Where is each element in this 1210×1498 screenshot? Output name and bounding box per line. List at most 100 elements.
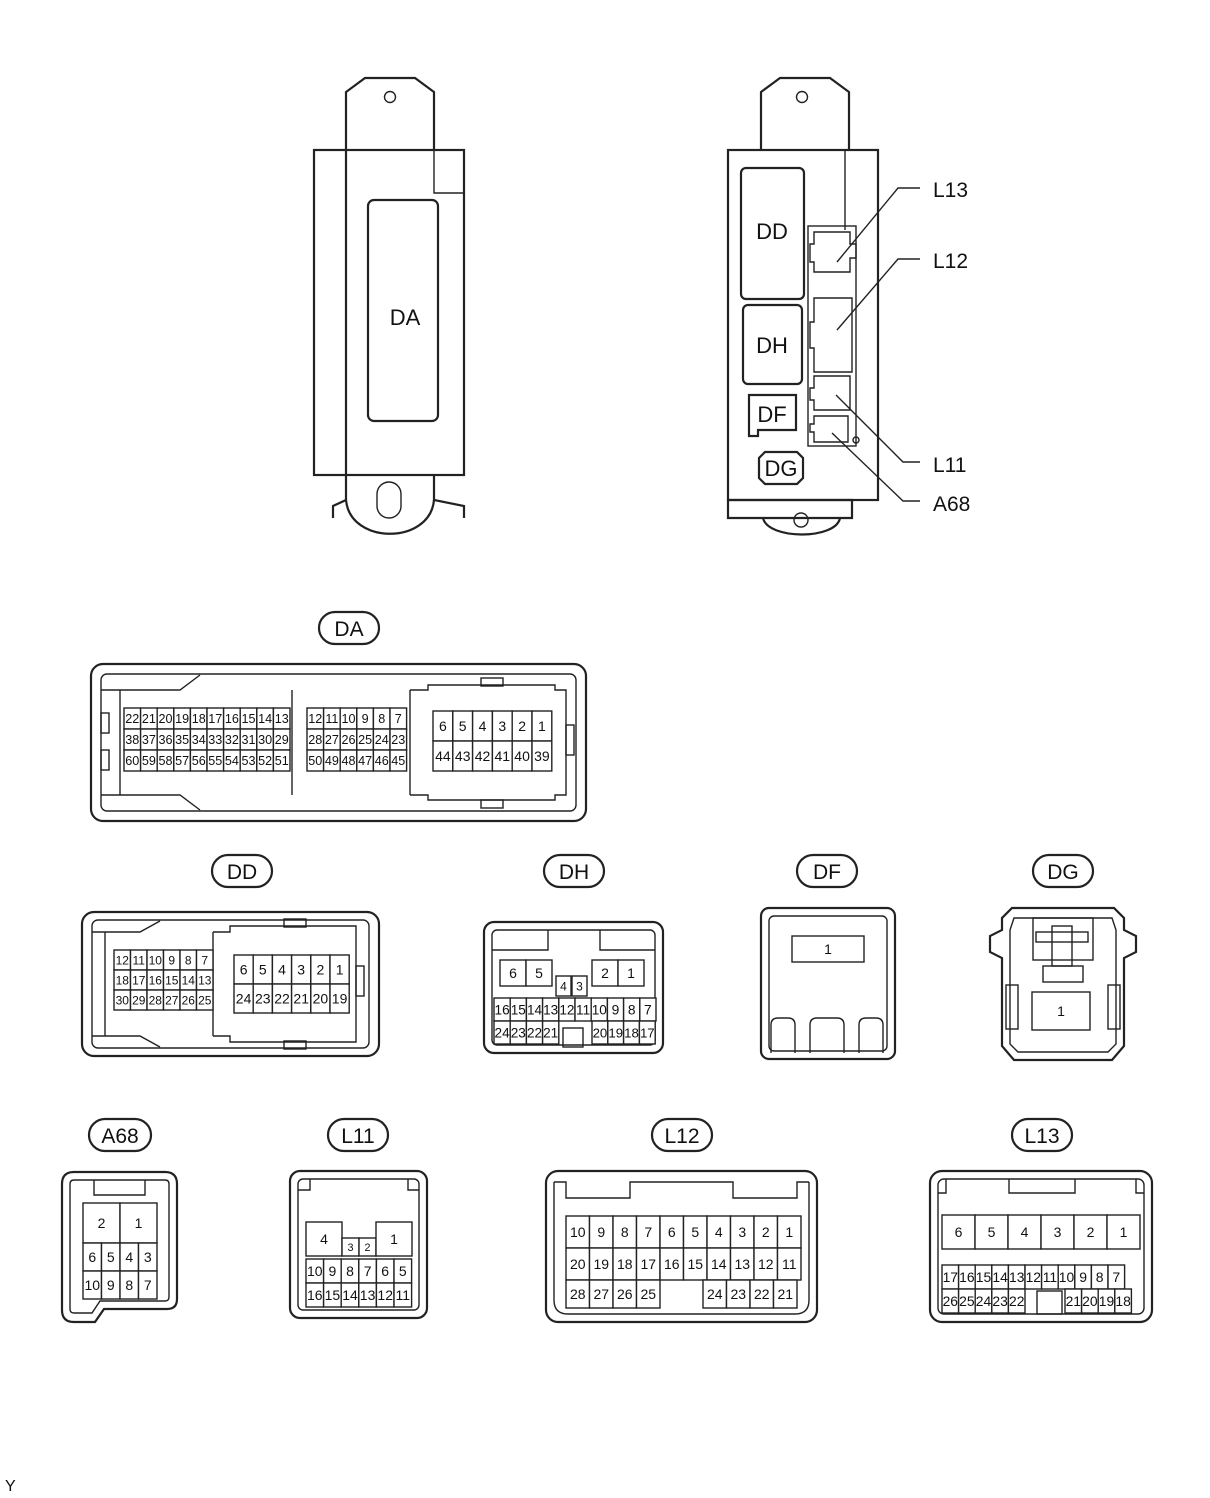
pin-label: 17: [208, 712, 222, 726]
pin-label: 18: [624, 1025, 639, 1040]
svg-text:L12: L12: [664, 1125, 699, 1148]
pin-label: 6: [668, 1224, 676, 1240]
pin-label: 11: [396, 1287, 411, 1303]
connector-tag-dg: DG: [1031, 853, 1095, 889]
pin-label: 21: [1066, 1293, 1082, 1309]
pin-label: 10: [1059, 1269, 1075, 1285]
pin-label: 12: [559, 1002, 574, 1017]
pin-label: 18: [192, 712, 206, 726]
pin-label: 15: [976, 1269, 992, 1285]
pin-label: 3: [347, 1242, 353, 1254]
pin-label: 14: [527, 1002, 543, 1017]
pin-label: 7: [201, 953, 208, 967]
pin-label: 3: [576, 979, 583, 993]
pin-label: 10: [341, 712, 355, 726]
pin-cell: [555, 975, 572, 997]
pin-label: 20: [570, 1256, 586, 1272]
pin-label: 14: [711, 1256, 727, 1272]
svg-text:DH: DH: [559, 861, 589, 884]
pin-label: 33: [208, 733, 222, 747]
connector-l11: [288, 1169, 429, 1320]
pin-label: 24: [495, 1025, 511, 1040]
pin-label: 4: [278, 962, 286, 978]
pin-label: 49: [325, 754, 339, 768]
connector-tag-l11: L11: [326, 1117, 390, 1153]
pin-label: 5: [691, 1224, 699, 1240]
pin-label: 36: [158, 733, 172, 747]
svg-text:DG: DG: [1047, 861, 1079, 884]
pin-label: 12: [377, 1287, 393, 1303]
pin-label: 35: [175, 733, 189, 747]
pin-label: 7: [644, 1002, 652, 1017]
pin-label: 30: [116, 993, 130, 1007]
pin-label: 11: [133, 953, 146, 967]
pin-label: 13: [734, 1256, 750, 1272]
pin-cell: [195, 989, 214, 1011]
pin-label: 3: [498, 718, 506, 734]
pin-label: 42: [475, 748, 491, 764]
pin-label: 1: [135, 1215, 143, 1231]
pin-cell: [329, 983, 350, 1014]
pin-label: 9: [612, 1002, 620, 1017]
pin-label: 7: [1112, 1269, 1120, 1285]
pin-label: 10: [84, 1277, 100, 1293]
pin-label: 8: [628, 1002, 636, 1017]
pin-label: 52: [258, 754, 272, 768]
pin-label: 2: [518, 718, 526, 734]
pin-label: 21: [293, 991, 309, 1007]
pin-label: 12: [758, 1256, 774, 1272]
pin-label: 23: [511, 1025, 526, 1040]
pin-label: 16: [225, 712, 239, 726]
pin-label: 28: [149, 993, 163, 1007]
pin-label: 26: [341, 733, 355, 747]
connector-tag-dd: DD: [210, 853, 274, 889]
pin-label: 28: [570, 1286, 586, 1302]
pin-label: 27: [593, 1286, 609, 1302]
pin-label: 14: [182, 973, 196, 987]
pin-label: 8: [346, 1263, 354, 1279]
pin-label: 5: [535, 965, 543, 981]
connector-a68: [60, 1170, 179, 1324]
pin-label: 1: [785, 1224, 793, 1240]
right-relay-unit: DD DH DF DG L13 L12 L11 A68: [726, 76, 970, 536]
pin-label: 57: [175, 754, 189, 768]
pin-cell: [389, 749, 408, 772]
pin-cell: [531, 740, 553, 772]
pin-label: 19: [593, 1256, 609, 1272]
pin-label: 48: [341, 754, 355, 768]
pin-cell: [591, 959, 619, 987]
pin-label: 25: [358, 733, 372, 747]
pin-label: 15: [241, 712, 255, 726]
pin-label: 9: [597, 1224, 605, 1240]
pin-label: 51: [275, 754, 289, 768]
pin-label: 10: [149, 953, 163, 967]
pin-cell: [974, 1214, 1009, 1250]
pin-label: 4: [715, 1224, 723, 1240]
pin-label: 24: [236, 991, 252, 1007]
pin-label: 41: [495, 748, 511, 764]
pin-label: 6: [439, 718, 447, 734]
pin-label: 20: [313, 991, 329, 1007]
pin-label: 37: [142, 733, 156, 747]
pin-label: 20: [158, 712, 172, 726]
pin-label: 8: [378, 712, 385, 726]
pin-label: 2: [317, 962, 325, 978]
connector-da: [89, 662, 588, 823]
pin-label: 2: [601, 965, 609, 981]
pin-label: 55: [208, 754, 222, 768]
pin-label: 43: [455, 748, 471, 764]
pin-cell: [375, 1221, 413, 1257]
callout-l12: L12: [933, 250, 968, 273]
left-relay-unit: DA: [312, 76, 466, 535]
pin-label: 1: [1057, 1003, 1065, 1019]
svg-text:DA: DA: [334, 618, 363, 641]
pin-label: 8: [185, 953, 192, 967]
unit-label-dh: DH: [756, 333, 788, 358]
callout-a68: A68: [933, 493, 970, 516]
pin-label: 29: [275, 733, 289, 747]
